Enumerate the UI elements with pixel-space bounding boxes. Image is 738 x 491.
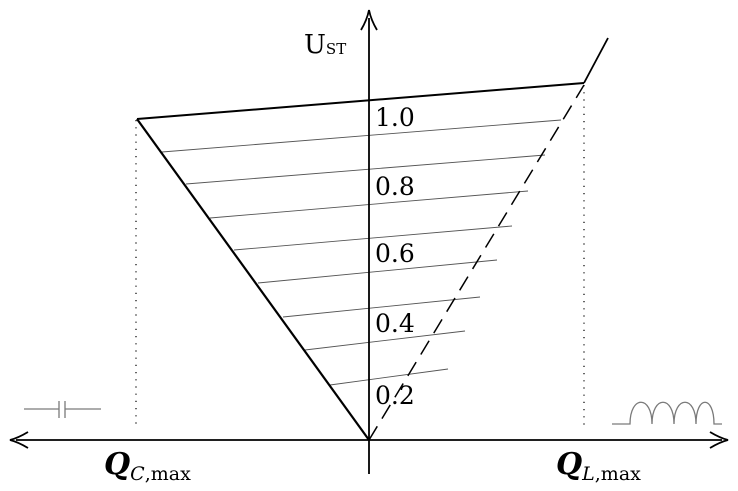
tick-label-0-8: 0.8 [375,172,415,201]
hatch-line [185,154,546,185]
hatch-line [161,119,562,153]
top-characteristic-line [136,82,585,120]
y-axis-label: UST [304,30,346,60]
tick-label-0-2: 0.2 [375,381,415,410]
capacitive-limit-line [136,118,370,441]
hatch-line [233,225,513,251]
inductive-overload-line [583,37,609,84]
q-c-max-label: QC,max [104,447,191,485]
hatch-line [304,330,466,351]
hatch-line [282,296,481,318]
tick-label-0-6: 0.6 [375,239,415,268]
hatch-line [257,259,498,284]
tick-label-1-0: 1.0 [375,103,415,132]
hatch-line [329,368,449,386]
y-axis [360,9,378,474]
q-l-max-label: QL,max [556,447,641,485]
inductive-limit-dashed-line [368,84,585,441]
tick-label-0-4: 0.4 [375,309,415,338]
y-axis-arrow [360,9,378,31]
inductor-icon [612,401,722,425]
capacitor-icon [24,401,101,418]
x-axis-right-arrow [709,431,729,449]
hatch-lines [161,119,562,386]
x-axis-left-arrow [9,431,29,449]
